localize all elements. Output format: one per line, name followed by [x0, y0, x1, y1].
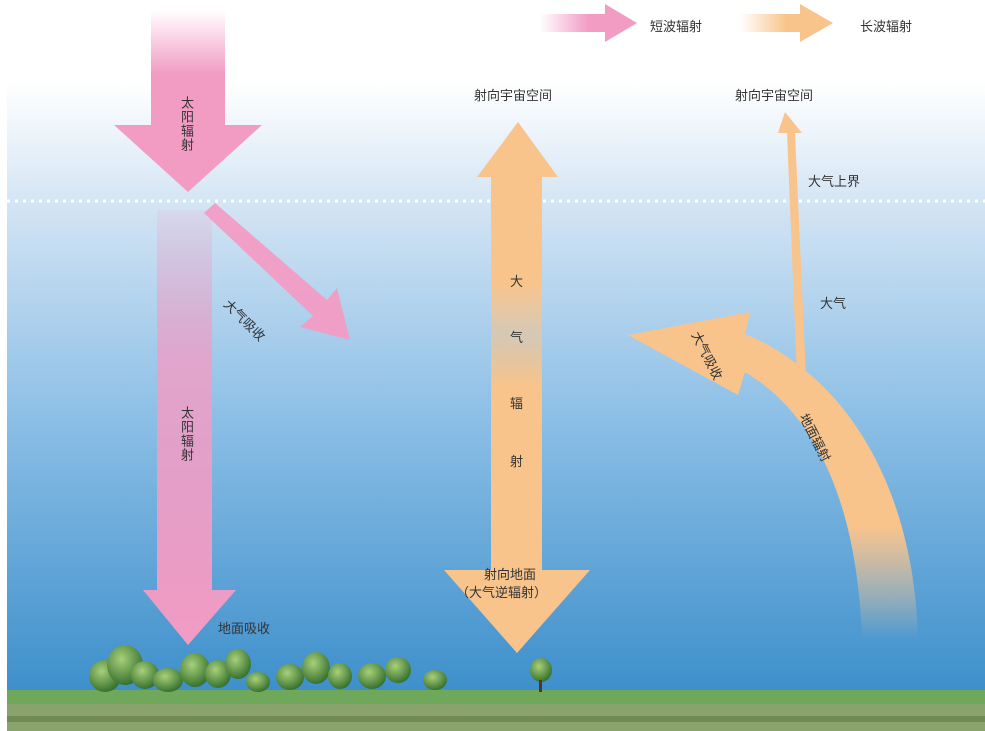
atmos-radiation-char-1: 大: [510, 275, 524, 290]
atmos-radiation-char-3: 辐: [510, 397, 524, 412]
solar-radiation-label-bottom: 太阳辐射: [178, 406, 193, 462]
ground-radiation-curved-arrow: [628, 312, 918, 640]
atmospheric-radiation-double-arrow: [444, 122, 590, 653]
ground-grass: [7, 690, 985, 704]
tree-row: [89, 645, 552, 692]
legend-longwave-label: 长波辐射: [860, 20, 913, 35]
ground-absorption-label: 地面吸收: [218, 622, 271, 637]
atmosphere-absorption-arrow: [204, 203, 350, 340]
solar-radiation-arrow-bottom: [143, 210, 236, 645]
atmosphere-label: 大气: [820, 297, 847, 312]
solar-radiation-arrow-top: [114, 10, 262, 192]
solar-radiation-label-top: 太阳辐射: [178, 96, 193, 152]
shortwave-legend-arrow: [540, 4, 637, 42]
to-space-label-center: 射向宇宙空间: [474, 89, 553, 104]
to-space-label-right: 射向宇宙空间: [735, 89, 814, 104]
atmosphere-top-boundary-label: 大气上界: [808, 175, 861, 190]
legend-shortwave-label: 短波辐射: [650, 20, 703, 35]
longwave-legend-arrow: [740, 4, 833, 42]
toward-ground-label: 射向地面: [484, 568, 537, 583]
atmos-radiation-char-2: 气: [510, 331, 524, 346]
atmos-radiation-char-4: 射: [510, 455, 524, 470]
counter-radiation-label: （大气逆辐射）: [456, 586, 548, 601]
ground-to-space-arrow: [778, 112, 806, 378]
